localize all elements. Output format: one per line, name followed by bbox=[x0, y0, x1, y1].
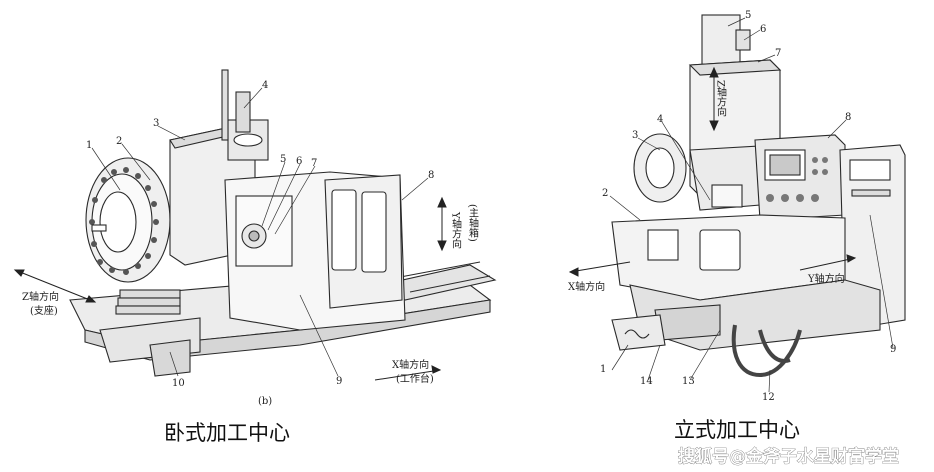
right-part-number: 14 bbox=[640, 376, 653, 387]
right-part-number: 7 bbox=[775, 48, 781, 59]
right-caption: 立式加工中心 bbox=[674, 418, 800, 442]
right-part-number: 5 bbox=[745, 10, 751, 21]
vertical-machining-center-drawing bbox=[568, 14, 906, 393]
left-part-number: 2 bbox=[116, 136, 122, 147]
right-z-axis-label: Z轴方向 bbox=[715, 80, 727, 117]
watermark: 搜狐号@金斧子水星财富学堂 bbox=[678, 446, 899, 467]
horizontal-machining-center-drawing bbox=[13, 69, 497, 381]
right-part-number: 8 bbox=[845, 112, 851, 123]
right-part-number: 2 bbox=[602, 188, 608, 199]
right-part-number: 3 bbox=[632, 130, 638, 141]
left-y-axis-label: Y轴方向 bbox=[450, 211, 462, 249]
right-x-axis-label: X轴方向 bbox=[568, 280, 605, 293]
right-part-number: 1 bbox=[600, 364, 606, 375]
right-part-number: 9 bbox=[890, 344, 896, 355]
right-part-number: 12 bbox=[762, 392, 775, 403]
left-caption: 卧式加工中心 bbox=[164, 421, 290, 445]
left-part-number: 4 bbox=[262, 80, 268, 91]
left-part-number: 3 bbox=[153, 118, 159, 129]
right-part-number: 6 bbox=[760, 24, 766, 35]
left-part-number: 7 bbox=[311, 158, 317, 169]
right-part-number: 4 bbox=[657, 114, 663, 125]
left-part-numbers: 1 2 3 4 5 6 7 8 9 10 bbox=[86, 80, 434, 389]
left-z-axis-label: Z轴方向 bbox=[22, 290, 59, 303]
left-z-axis-sub: (支座) bbox=[30, 304, 58, 317]
left-part-number: 6 bbox=[296, 156, 302, 167]
left-x-axis-sub: (工作台) bbox=[396, 372, 434, 385]
left-part-number: 9 bbox=[336, 376, 342, 387]
right-y-axis-label: Y轴方向 bbox=[807, 272, 845, 285]
right-part-numbers: 1 2 3 4 5 6 7 8 9 12 13 14 bbox=[600, 10, 896, 403]
left-sub-label: (b) bbox=[258, 396, 272, 407]
right-part-number: 13 bbox=[682, 376, 695, 387]
left-part-number: 10 bbox=[172, 378, 185, 389]
left-part-number: 8 bbox=[428, 170, 434, 181]
left-x-axis-label: X轴方向 bbox=[392, 358, 429, 371]
left-y-axis-sub: (主轴箱) bbox=[467, 204, 479, 242]
left-part-number: 5 bbox=[280, 154, 286, 165]
left-part-number: 1 bbox=[86, 140, 92, 151]
